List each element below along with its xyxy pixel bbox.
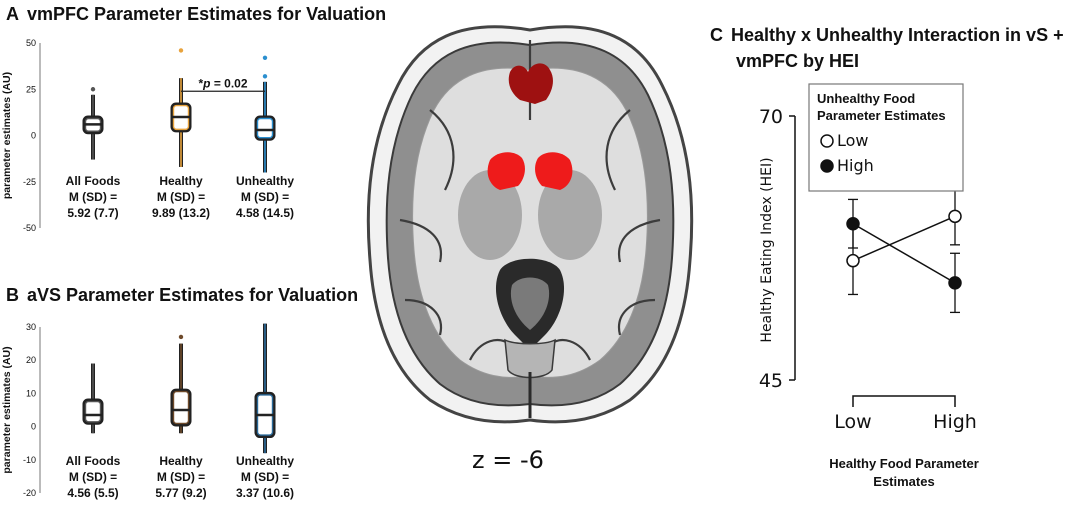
a-healthy-stat-line1: M (SD) =	[157, 190, 205, 204]
b-y-tick-label: 10	[26, 388, 36, 398]
b-unhealthy-label: Unhealthy	[236, 454, 294, 468]
b-y-tick-label: 30	[26, 322, 36, 332]
a-y-axis-label: parameter estimates (AU)	[1, 72, 13, 199]
a-all-foods-stat-line1: M (SD) =	[69, 190, 117, 204]
c-legend-title-line1: Unhealthy Food	[817, 91, 915, 106]
b-healthy-box	[170, 388, 192, 427]
c-series-high-line	[852, 223, 956, 284]
a-healthy-label: Healthy	[159, 174, 203, 188]
b-healthy-stat-line2: 5.77 (9.2)	[155, 486, 206, 500]
b-all-foods-stat-line2: 4.56 (5.5)	[67, 486, 118, 500]
a-unhealthy-box	[254, 115, 276, 141]
a-unhealthy-outlier	[262, 74, 268, 79]
c-series-high-point	[846, 216, 860, 231]
a-healthy-stat-line2: 9.89 (13.2)	[152, 206, 210, 220]
a-unhealthy-box-inner	[256, 117, 274, 139]
a-y-tick-label: 0	[31, 131, 36, 141]
panel-b-title-text: aVS Parameter Estimates for Valuation	[27, 285, 359, 305]
b-all-foods-box-inner	[84, 400, 102, 423]
b-y-tick-label: -10	[23, 455, 36, 465]
brain-slice-label: z = -6	[472, 446, 544, 474]
brain-left-basal-ganglia	[458, 170, 522, 260]
brain-midbrain-core	[510, 277, 550, 330]
b-unhealthy-stat-line1: M (SD) =	[241, 470, 289, 484]
c-x-tick-label: Low	[834, 411, 871, 433]
b-healthy-label: Healthy	[159, 454, 203, 468]
panel-a-title-text: vmPFC Parameter Estimates for Valuation	[27, 4, 387, 24]
c-legend-marker-high	[820, 159, 834, 173]
brain-vermis	[504, 338, 556, 379]
b-y-tick-label: 20	[26, 355, 36, 365]
a-unhealthy-label: Unhealthy	[236, 174, 294, 188]
panel-c-title: C Healthy x Unhealthy Interaction in vS +…	[710, 22, 1064, 74]
brain-axial-slice	[366, 25, 694, 424]
a-healthy-outlier	[178, 48, 184, 53]
left-striatum-activation	[487, 152, 525, 190]
c-series-low-point	[846, 253, 860, 268]
b-unhealthy-stat-line2: 3.37 (10.6)	[236, 486, 294, 500]
c-legend-label-low: Low	[837, 131, 869, 150]
a-unhealthy-outlier	[262, 55, 268, 60]
c-series-low-line	[852, 215, 956, 262]
chart-a: 50 25 0 -25 -50 parameter estimates (AU) All F…	[1, 38, 294, 233]
b-healthy-box-inner	[172, 390, 190, 425]
a-unhealthy-stat-line2: 4.58 (14.5)	[236, 206, 294, 220]
c-y-axis-label: Healthy Eating Index (HEI)	[759, 157, 775, 342]
a-y-tick-label: 50	[26, 38, 36, 48]
b-y-tick-label: 0	[31, 422, 36, 432]
a-all-foods-outlier	[90, 87, 96, 92]
c-y-tick-label: 70	[759, 106, 783, 128]
panel-a-letter: A	[6, 4, 19, 24]
panel-c-title-line2: vmPFC by HEI	[736, 51, 860, 71]
c-legend-label-high: High	[837, 156, 874, 175]
brain-sulci	[399, 40, 661, 361]
c-series-high-point	[948, 276, 962, 290]
b-all-foods-label: All Foods	[66, 454, 121, 468]
a-y-tick-label: 25	[26, 84, 36, 94]
brain-right-basal-ganglia	[538, 170, 602, 260]
panel-c-title-line1: Healthy x Unhealthy Interaction in vS +	[731, 25, 1064, 45]
a-y-tick-label: -25	[23, 177, 36, 187]
panel-c-letter: C	[710, 25, 723, 45]
right-striatum-activation	[535, 152, 573, 190]
c-legend-marker-low	[820, 134, 834, 148]
b-y-axis-label: parameter estimates (AU)	[1, 346, 13, 473]
c-legend-box	[808, 83, 964, 192]
c-series-low-point	[948, 209, 962, 224]
a-all-foods-stat-line2: 5.92 (7.7)	[67, 206, 118, 220]
b-y-tick-label: -20	[23, 488, 36, 498]
a-all-foods-label: All Foods	[66, 174, 121, 188]
a-y-tick-label: -50	[23, 223, 36, 233]
c-legend-title-line2: Parameter Estimates	[817, 108, 946, 123]
c-y-tick-label: 45	[759, 370, 783, 392]
b-all-foods-box	[82, 398, 104, 425]
vmpfc-activation	[508, 63, 553, 104]
c-x-axis-bracket	[852, 395, 956, 407]
c-x-tick-label: High	[933, 411, 977, 433]
b-healthy-stat-line1: M (SD) =	[157, 470, 205, 484]
b-all-foods-stat-line1: M (SD) =	[69, 470, 117, 484]
c-x-axis-label-line2: Estimates	[873, 474, 934, 489]
panel-b-letter: B	[6, 285, 19, 305]
a-significance-label: *p = 0.02	[198, 76, 247, 90]
c-x-axis-label-line1: Healthy Food Parameter	[829, 456, 979, 471]
b-healthy-outlier	[178, 334, 184, 340]
chart-b: 30 20 10 0 -10 -20 parameter estimates (AU) All…	[1, 322, 294, 500]
a-unhealthy-stat-line1: M (SD) =	[241, 190, 289, 204]
